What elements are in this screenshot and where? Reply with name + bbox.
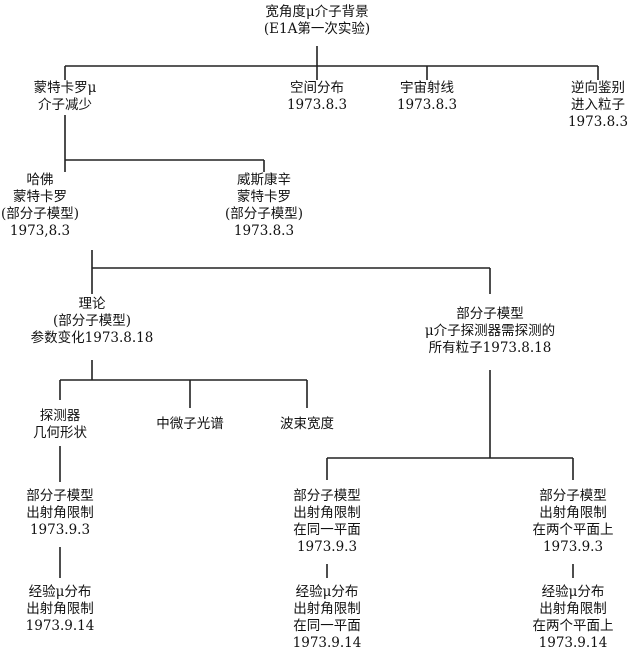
node-line: 1973.9.14 bbox=[538, 635, 608, 651]
edge-harvard-to-row3 bbox=[91, 250, 491, 294]
node-line: 几何形状 bbox=[33, 425, 87, 441]
node-line: 逆向鉴别 bbox=[571, 80, 625, 96]
node-line: 出射角限制 bbox=[539, 601, 607, 617]
node-harvard-monte-carlo: 哈佛蒙特卡罗(部分子模型)1973,8.3 bbox=[0, 172, 80, 240]
node-line: (部分子模型) bbox=[224, 206, 304, 222]
node-root: 宽角度μ介子背景(E1A第一次实验) bbox=[263, 4, 371, 38]
node-line: 1973,8.3 bbox=[9, 223, 71, 239]
node-line: 出射角限制 bbox=[293, 505, 361, 521]
edge-root-to-row1 bbox=[64, 46, 599, 80]
node-line: 经验μ分布 bbox=[541, 584, 605, 600]
node-line: 宇宙射线 bbox=[400, 80, 454, 96]
node-line: 1973.9.3 bbox=[296, 539, 358, 555]
node-line: (E1A第一次实验) bbox=[263, 21, 371, 37]
node-line: 1973.8.3 bbox=[567, 114, 628, 130]
node-line: 1973.9.14 bbox=[25, 618, 95, 634]
node-line: 在同一平面 bbox=[293, 618, 361, 634]
node-line: 探测器 bbox=[39, 408, 81, 424]
node-line: 1973.8.3 bbox=[396, 97, 458, 113]
node-line: 1973.8.3 bbox=[233, 223, 295, 239]
node-line: 在两个平面上 bbox=[532, 618, 614, 634]
node-line: 1973.9.3 bbox=[542, 539, 604, 555]
node-line: μ介子探测器需探测的 bbox=[424, 323, 556, 339]
node-line: 宽角度μ介子背景 bbox=[265, 4, 369, 20]
node-line: 出射角限制 bbox=[26, 505, 94, 521]
node-beam-width: 波束宽度 bbox=[280, 416, 334, 433]
node-line: 在同一平面 bbox=[293, 522, 361, 538]
node-line: (部分子模型) bbox=[52, 313, 132, 329]
node-detector-geometry: 探测器几何形状 bbox=[33, 408, 87, 442]
node-line: 在两个平面上 bbox=[532, 522, 614, 538]
node-line: 威斯康辛 bbox=[236, 172, 291, 188]
node-line: 出射角限制 bbox=[539, 505, 607, 521]
edge-montecarlo-to-row2 bbox=[64, 115, 265, 172]
node-line: (部分子模型) bbox=[0, 206, 80, 222]
node-line: 理论 bbox=[78, 296, 106, 312]
node-line: 1973.8.3 bbox=[286, 97, 348, 113]
node-line: 1973.9.14 bbox=[292, 635, 362, 651]
edge-partondetector-to-row5 bbox=[326, 370, 574, 480]
node-line: 部分子模型 bbox=[293, 488, 361, 504]
node-line: 空间分布 bbox=[290, 80, 344, 96]
node-line: 哈佛 bbox=[26, 172, 54, 188]
node-theory-parameter-change: 理论(部分子模型)参数变化1973.8.18 bbox=[30, 296, 154, 347]
edge-theory-to-row4 bbox=[59, 360, 308, 408]
node-line: 波束宽度 bbox=[280, 416, 334, 432]
node-line: 经验μ分布 bbox=[295, 584, 359, 600]
node-line: 部分子模型 bbox=[539, 488, 607, 504]
node-line: 所有粒子1973.8.18 bbox=[428, 340, 552, 356]
node-line: 蒙特卡罗 bbox=[236, 189, 291, 205]
node-line: 经验μ分布 bbox=[28, 584, 92, 600]
node-line: 部分子模型 bbox=[26, 488, 94, 504]
node-line: 1973.9.3 bbox=[29, 522, 91, 538]
node-line: 部分子模型 bbox=[456, 306, 524, 322]
node-line: 出射角限制 bbox=[293, 601, 361, 617]
node-line: 进入粒子 bbox=[571, 97, 625, 113]
node-line: 介子减少 bbox=[38, 97, 92, 113]
node-line: 蒙特卡罗μ bbox=[33, 80, 97, 96]
node-wisconsin-monte-carlo: 威斯康辛蒙特卡罗(部分子模型)1973.8.3 bbox=[224, 172, 304, 240]
node-line: 中微子光谱 bbox=[156, 416, 224, 432]
node-line: 出射角限制 bbox=[26, 601, 94, 617]
node-neutrino-spectrum: 中微子光谱 bbox=[156, 416, 224, 433]
node-line: 蒙特卡罗 bbox=[12, 189, 67, 205]
node-line: 参数变化1973.8.18 bbox=[30, 330, 154, 346]
